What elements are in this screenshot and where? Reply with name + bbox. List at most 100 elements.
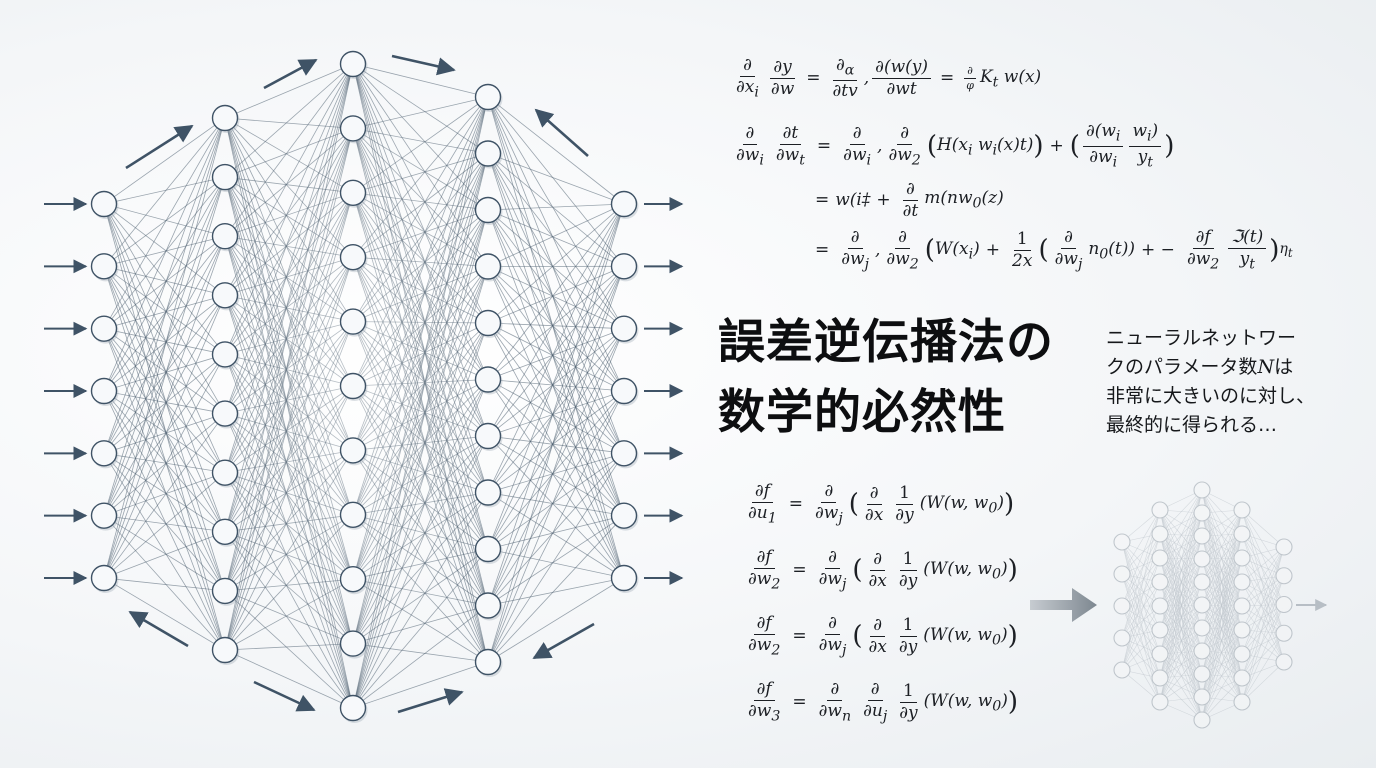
small-network-node <box>1275 538 1293 556</box>
network-edge <box>487 328 625 493</box>
network-edge <box>103 354 226 516</box>
description-line-1: ニューラルネットワー <box>1106 327 1297 349</box>
small-network-edge <box>1159 650 1203 703</box>
small-network-edge <box>1159 604 1203 655</box>
small-network-edge <box>1241 557 1285 634</box>
small-network-edge <box>1159 629 1203 675</box>
network-edge <box>103 295 226 579</box>
network-node <box>474 535 502 563</box>
small-network-edge <box>1121 557 1161 607</box>
small-network-edge <box>1201 533 1243 583</box>
network-node <box>474 592 502 619</box>
small-network-edge <box>1121 541 1161 583</box>
network-edge <box>487 452 625 493</box>
small-network-edge <box>1241 509 1285 576</box>
description-text: ニューラルネットワー クのパラメータ数Nは 非常に大きいのに対し、 最終的に得ら… <box>1106 324 1315 440</box>
network-edge <box>487 203 625 380</box>
network-edge <box>103 176 226 392</box>
small-network-edge <box>1201 512 1243 607</box>
network-edge <box>487 96 625 205</box>
network-edge <box>103 390 226 414</box>
small-network-edge <box>1241 533 1285 576</box>
network-edge <box>487 203 625 324</box>
network-edge <box>487 435 625 454</box>
equation-2: ∂∂wi ∂t∂wt = ∂∂wi, ∂∂w2 (H(xi wi(x)t)) +… <box>736 121 1175 171</box>
equation-7: ∂f∂w2 = ∂∂wj ( ∂∂x 1∂y (W(w, w0)) <box>748 613 1018 659</box>
description-line-2: クのパラメータ数Nは <box>1106 353 1315 382</box>
description-line-4: 最終的に得られる… <box>1106 414 1278 436</box>
network-node <box>211 104 239 132</box>
page-title: 誤差逆伝播法の 数学的必然性 <box>718 308 1054 448</box>
curved-arrow-icon <box>532 622 595 660</box>
small-network-edge <box>1159 605 1203 675</box>
network-edge <box>103 235 226 392</box>
small-network-node <box>1151 525 1169 543</box>
network-edge <box>103 117 226 329</box>
network-edge <box>487 96 625 267</box>
network-edge <box>487 390 625 663</box>
small-network-node <box>1233 525 1251 543</box>
small-network-edge <box>1241 581 1285 634</box>
network-node <box>339 308 367 335</box>
network-edge <box>487 322 625 330</box>
network-edge <box>487 96 625 329</box>
network-edge <box>487 203 625 606</box>
network-edge <box>487 548 625 579</box>
small-network-edge <box>1241 604 1285 679</box>
network-edge <box>487 328 625 663</box>
small-network-node <box>1113 533 1131 551</box>
network-edge <box>103 413 226 454</box>
network-node <box>211 518 239 545</box>
small-network-edge <box>1241 533 1285 634</box>
small-network-edge <box>1201 557 1243 629</box>
small-network-edge <box>1121 533 1161 607</box>
small-network-edge <box>1121 573 1161 679</box>
small-network-edge <box>1201 489 1243 559</box>
small-network-edge <box>1159 558 1203 631</box>
network-edge <box>103 176 226 454</box>
small-network-edge <box>1241 546 1285 583</box>
small-network-edge <box>1201 581 1243 655</box>
network-edge <box>487 153 625 329</box>
small-network-node <box>1233 621 1251 639</box>
network-node <box>339 179 367 207</box>
network-node <box>474 648 502 676</box>
network-edge <box>103 328 226 592</box>
network-node <box>610 502 638 529</box>
small-network-edge <box>1201 533 1243 721</box>
small-network-edge <box>1121 605 1161 655</box>
small-network-node <box>1193 665 1211 683</box>
network-edge <box>103 452 226 533</box>
network-edge <box>103 328 226 651</box>
small-network-node <box>1193 596 1211 614</box>
network-edge <box>103 354 226 579</box>
small-network-edge <box>1201 558 1243 607</box>
small-network-node <box>1193 573 1211 591</box>
small-network-edge <box>1159 653 1203 721</box>
small-network-edge <box>1159 581 1203 655</box>
network-edge <box>224 63 354 119</box>
network-edge <box>103 295 226 392</box>
small-network-edge <box>1201 581 1243 652</box>
small-network-edge <box>1201 533 1243 629</box>
curved-arrow-icon <box>128 610 189 648</box>
small-network-node <box>1193 504 1211 522</box>
network-edge <box>103 472 226 517</box>
network-node <box>474 83 502 111</box>
small-network-edge <box>1201 605 1243 652</box>
small-network-edge <box>1241 581 1285 663</box>
network-edge <box>487 328 625 437</box>
small-network-node <box>1193 527 1211 545</box>
small-network-edge <box>1201 535 1243 631</box>
small-network-edge <box>1121 629 1161 671</box>
small-network-edge <box>1201 509 1243 698</box>
small-network-edge <box>1201 581 1243 675</box>
network-edge <box>103 266 226 355</box>
small-network-edge <box>1159 627 1203 679</box>
network-edge <box>103 453 226 651</box>
small-network-edge <box>1241 605 1285 663</box>
small-network-edge <box>1159 489 1203 535</box>
small-network-edge <box>1159 605 1203 698</box>
